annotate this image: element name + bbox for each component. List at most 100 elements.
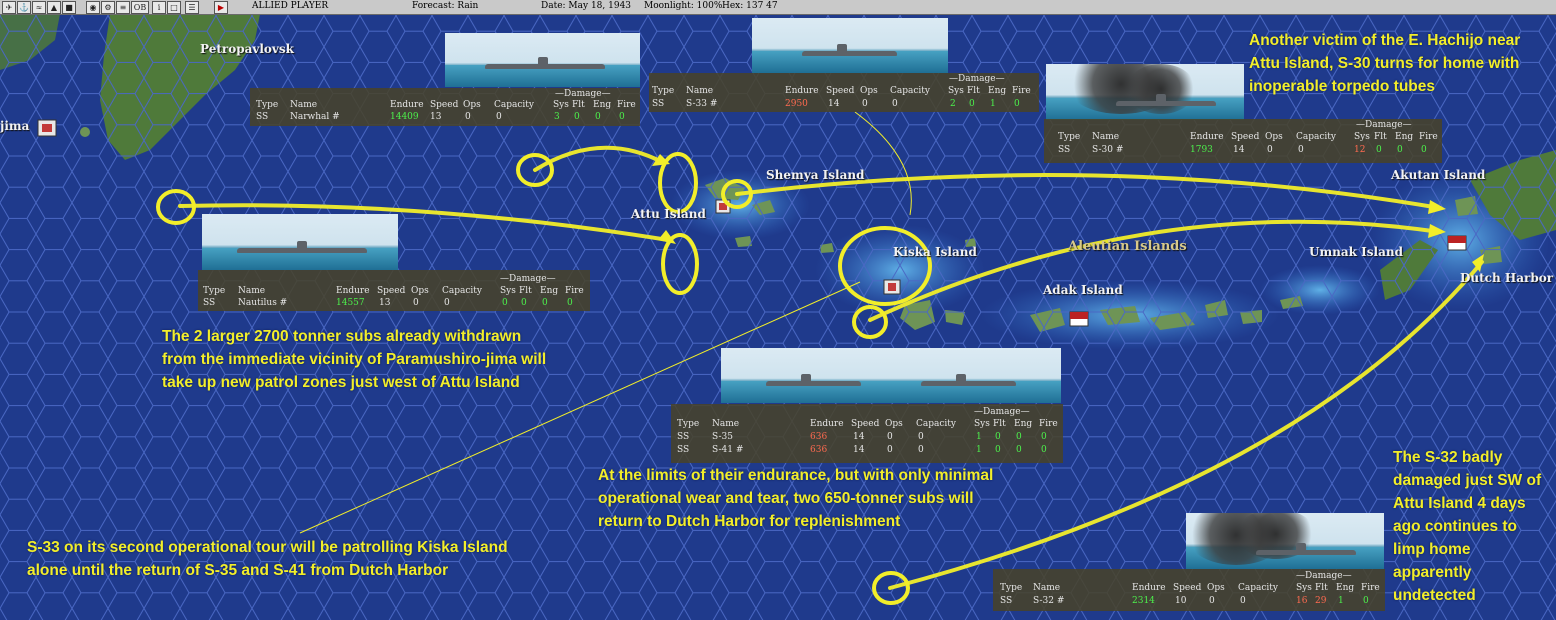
hdr-endure: Endure (1132, 583, 1166, 593)
hdr-type: Type (652, 86, 675, 96)
row-name[interactable]: S-32 # (1033, 596, 1065, 606)
s33-panel[interactable]: —Damage— Type Name Endure Speed Ops Capa… (649, 73, 1039, 112)
s30-panel[interactable]: —Damage— Type Name Endure Speed Ops Capa… (1044, 119, 1442, 163)
hdr-endure: Endure (1190, 132, 1224, 142)
report-icon[interactable]: ≡ (116, 1, 130, 14)
row-endure: 2314 (1132, 596, 1155, 606)
annotation-s30: Another victim of the E. Hachijo near At… (1249, 29, 1520, 98)
row-ops: 0 (887, 445, 893, 455)
air-icon[interactable]: ✈ (2, 1, 16, 14)
hdr-fire: Fire (1012, 86, 1031, 96)
row-sys: 2 (950, 99, 956, 109)
hdr-flt: Flt (572, 100, 585, 110)
row-type: SS (1058, 145, 1071, 155)
narwhal-panel[interactable]: —Damage— Type Name Endure Speed Ops Capa… (250, 88, 640, 126)
hdr-damage: —Damage— (974, 407, 1030, 417)
row-sys: 1 (976, 432, 982, 442)
hdr-type: Type (1058, 132, 1081, 142)
row-name[interactable]: S-41 # (712, 445, 744, 455)
place-dutch-harbor: Dutch Harbor (1460, 271, 1554, 285)
row-name[interactable]: S-30 # (1092, 145, 1124, 155)
row-sys: 3 (554, 112, 560, 122)
nautilus-photo (202, 214, 398, 270)
annotation-larger-subs: The 2 larger 2700 tonner subs already wi… (162, 325, 546, 394)
s32-panel[interactable]: —Damage— Type Name Endure Speed Ops Capa… (993, 569, 1385, 611)
row-capacity: 0 (1298, 145, 1304, 155)
row-speed: 14 (1233, 145, 1245, 155)
hdr-speed: Speed (430, 100, 459, 110)
ship-icon[interactable]: ⚓ (17, 1, 31, 14)
annotation-line: damaged just SW of (1393, 472, 1542, 489)
land-icon[interactable]: ▲ (47, 1, 61, 14)
annotation-line: return to Dutch Harbor for replenishment (598, 513, 901, 530)
hdr-name: Name (290, 100, 318, 110)
hdr-sys: Sys (500, 286, 516, 296)
row-fire: 0 (1421, 145, 1427, 155)
sub-icon[interactable]: ≈ (32, 1, 46, 14)
hdr-endure: Endure (810, 419, 844, 429)
row-type: SS (256, 112, 269, 122)
base-marker (883, 279, 901, 295)
end-turn-icon[interactable]: ▶ (214, 1, 228, 14)
nautilus-panel[interactable]: —Damage— Type Name Endure Speed Ops Capa… (198, 270, 590, 311)
s35-s41-panel[interactable]: —Damage— Type Name Endure Speed Ops Capa… (671, 404, 1063, 463)
row-flt: 0 (521, 298, 527, 308)
hdr-name: Name (1033, 583, 1061, 593)
annotation-line: operational wear and tear, two 650-tonne… (598, 490, 974, 507)
hdr-name: Name (712, 419, 740, 429)
annotation-line: The 2 larger 2700 tonner subs already wi… (162, 328, 522, 345)
row-capacity: 0 (1240, 596, 1246, 606)
hdr-flt: Flt (519, 286, 532, 296)
hdr-eng: Eng (1336, 583, 1355, 593)
row-fire: 0 (1041, 445, 1047, 455)
window-icon[interactable]: □ (167, 1, 181, 14)
hdr-fire: Fire (1361, 583, 1380, 593)
globe-icon[interactable]: ◉ (86, 1, 100, 14)
hdr-capacity: Capacity (890, 86, 930, 96)
info-icon[interactable]: i (152, 1, 166, 14)
row-type: SS (652, 99, 665, 109)
row-endure: 636 (810, 445, 828, 455)
row-ops: 0 (887, 432, 893, 442)
settings-icon[interactable]: ⚙ (101, 1, 115, 14)
hdr-fire: Fire (1419, 132, 1438, 142)
annotation-line: Attu Island, S-30 turns for home with (1249, 55, 1520, 72)
side-label: ALLIED PLAYER (252, 1, 329, 11)
row-eng: 0 (1397, 145, 1403, 155)
row-capacity: 0 (918, 432, 924, 442)
top-toolbar: ✈ ⚓ ≈ ▲ ■ ◉ ⚙ ≡ OB i □ ☰ ▶ ALLIED PLAYER… (0, 0, 1556, 15)
hdr-ops: Ops (463, 100, 481, 110)
hdr-eng: Eng (1014, 419, 1033, 429)
row-name[interactable]: Nautilus # (238, 298, 288, 308)
hdr-damage: —Damage— (949, 74, 1005, 84)
list-icon[interactable]: ☰ (185, 1, 199, 14)
base-marker (37, 119, 57, 137)
ob-button[interactable]: OB (131, 1, 149, 14)
s32-photo (1186, 513, 1384, 569)
hdr-speed: Speed (377, 286, 406, 296)
forecast-label: Forecast: Rain (412, 1, 479, 11)
row-speed: 14 (853, 432, 865, 442)
row-name[interactable]: S-35 (712, 432, 733, 442)
place-adak: Adak Island (1043, 283, 1123, 297)
row-name[interactable]: S-33 # (686, 99, 718, 109)
hdr-capacity: Capacity (916, 419, 956, 429)
row-name[interactable]: Narwhal # (290, 112, 340, 122)
map-icon[interactable]: ■ (62, 1, 76, 14)
annotation-line: S-33 on its second operational tour will… (27, 539, 508, 556)
date-label: Date: May 18, 1943 (541, 1, 632, 11)
row-capacity: 0 (892, 99, 898, 109)
hdr-endure: Endure (390, 100, 424, 110)
place-jima: jima (0, 119, 30, 133)
hdr-speed: Speed (826, 86, 855, 96)
hdr-name: Name (1092, 132, 1120, 142)
hdr-type: Type (1000, 583, 1023, 593)
hdr-flt: Flt (1374, 132, 1387, 142)
row-endure: 14557 (336, 298, 365, 308)
annotation-line: alone until the return of S-35 and S-41 … (27, 562, 449, 579)
annotation-endurance: At the limits of their endurance, but wi… (598, 464, 993, 533)
annotation-line: inoperable torpedo tubes (1249, 78, 1436, 95)
hdr-capacity: Capacity (442, 286, 482, 296)
hdr-eng: Eng (1395, 132, 1414, 142)
row-speed: 13 (430, 112, 442, 122)
